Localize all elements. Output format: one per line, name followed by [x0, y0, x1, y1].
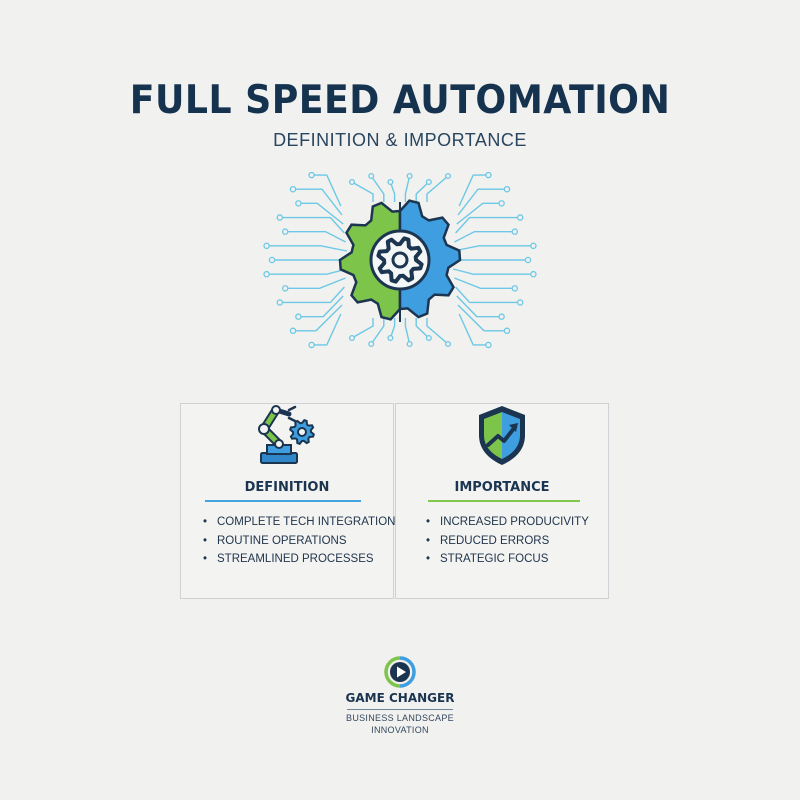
gear-circuit-icon	[263, 172, 537, 349]
page-subtitle: DEFINITION & IMPORTANCE	[273, 130, 527, 150]
robotic-arm-gear-icon	[258, 405, 315, 464]
shield-growth-arrow-icon	[479, 406, 525, 465]
gear-icon	[338, 199, 462, 322]
brand-tagline-2: INNOVATION	[371, 725, 429, 735]
definition-panel: DEFINITION COMPLETE TECH INTEGRATION ROU…	[180, 403, 395, 599]
importance-heading: IMPORTANCE	[454, 480, 550, 495]
page-title: FULL SPEED AUTOMATION	[129, 78, 671, 123]
list-item: REDUCED ERRORS	[426, 532, 589, 551]
list-item: STRATEGIC FOCUS	[426, 550, 589, 569]
list-item: ROUTINE OPERATIONS	[203, 532, 395, 551]
brand-name: GAME CHANGER	[345, 691, 455, 705]
brand-divider	[347, 709, 453, 710]
definition-heading: DEFINITION	[244, 480, 330, 495]
importance-divider	[428, 500, 580, 502]
list-item: INCREASED PRODUCIVITY	[426, 513, 589, 532]
brand-tagline: BUSINESS LANDSCAPE	[346, 713, 454, 723]
play-circle-icon	[384, 656, 416, 688]
definition-divider	[205, 500, 361, 502]
importance-panel: IMPORTANCE INCREASED PRODUCIVITY REDUCED…	[395, 403, 609, 599]
definition-list: COMPLETE TECH INTEGRATION ROUTINE OPERAT…	[203, 513, 395, 569]
importance-list: INCREASED PRODUCIVITY REDUCED ERRORS STR…	[426, 513, 589, 569]
list-item: STREAMLINED PROCESSES	[203, 550, 395, 569]
list-item: COMPLETE TECH INTEGRATION	[203, 513, 395, 532]
